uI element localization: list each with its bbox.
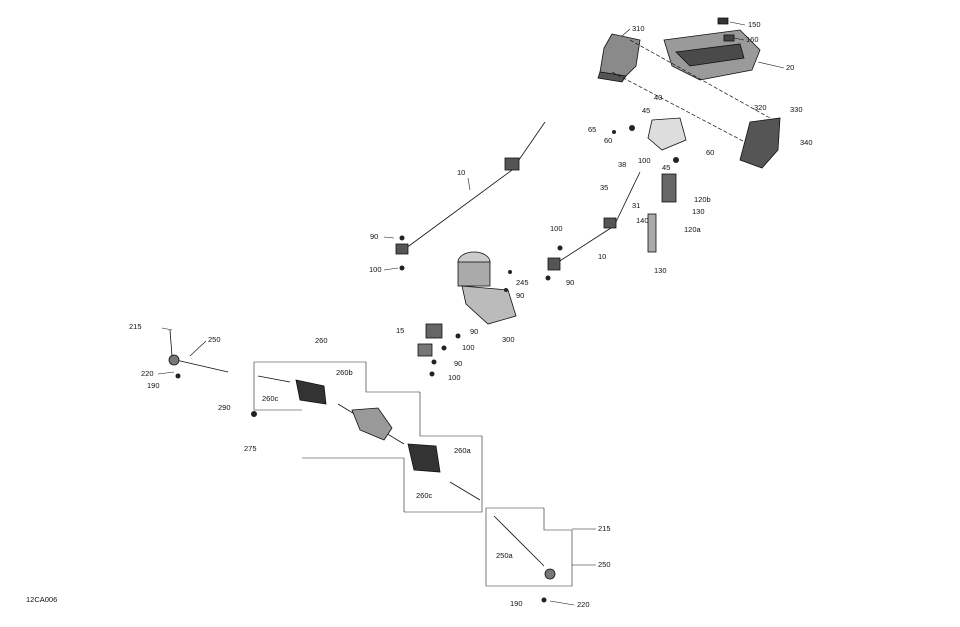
callout: 310 bbox=[632, 24, 645, 33]
callout: 340 bbox=[800, 138, 813, 147]
power-steering-unit-300 bbox=[457, 251, 517, 325]
callout: 60 bbox=[604, 136, 612, 145]
upper-shaft-10 bbox=[395, 121, 546, 255]
callout: 260c bbox=[416, 491, 433, 500]
right-tie-rod-outline bbox=[485, 507, 573, 587]
u-joint-15 bbox=[417, 323, 443, 357]
callout: 100 bbox=[448, 373, 461, 382]
callout: 120a bbox=[684, 225, 702, 234]
callout: 100 bbox=[462, 343, 475, 352]
callout: 150 bbox=[748, 20, 761, 29]
callout: 130 bbox=[654, 266, 667, 275]
callout: 190 bbox=[510, 599, 523, 608]
boot-260b bbox=[295, 379, 327, 405]
callout: 20 bbox=[786, 63, 794, 72]
callout: 330 bbox=[790, 105, 803, 114]
callout: 250 bbox=[598, 560, 611, 569]
callout: 10 bbox=[457, 168, 465, 177]
intermediate-shaft-10 bbox=[547, 171, 641, 271]
tie-rod-right-250a bbox=[493, 515, 556, 580]
boot-260a bbox=[407, 443, 441, 473]
callout: 260b bbox=[336, 368, 353, 377]
leader-lines bbox=[157, 21, 785, 606]
boot-120b bbox=[661, 173, 677, 203]
clip-150 bbox=[717, 17, 729, 25]
callout: 65 bbox=[588, 125, 596, 134]
callout: 320 bbox=[754, 103, 767, 112]
assembly-line bbox=[611, 71, 761, 151]
tie-rod-left-250 bbox=[168, 329, 229, 373]
callout: 260c bbox=[262, 394, 279, 403]
callout: 38 bbox=[618, 160, 626, 169]
shaft-120a bbox=[647, 213, 657, 253]
callout: 60 bbox=[706, 148, 714, 157]
callout: 40 bbox=[654, 93, 662, 102]
callout: 35 bbox=[600, 183, 608, 192]
callout: 245 bbox=[516, 278, 529, 287]
callout: 300 bbox=[502, 335, 515, 344]
callout: 90 bbox=[370, 232, 378, 241]
callout: 10 bbox=[598, 252, 606, 261]
callout: 275 bbox=[244, 444, 257, 453]
callout: 190 bbox=[147, 381, 160, 390]
callout: 220 bbox=[141, 369, 154, 378]
assembly-line bbox=[629, 39, 771, 119]
callout: 45 bbox=[642, 106, 650, 115]
lower-cover-320 bbox=[739, 117, 781, 169]
bracket-40 bbox=[647, 117, 687, 151]
tie-rod-end-260c-left bbox=[257, 375, 291, 383]
callout: 90 bbox=[470, 327, 478, 336]
callout: 215 bbox=[129, 322, 142, 331]
callout: 90 bbox=[516, 291, 524, 300]
rack-260 bbox=[337, 403, 405, 445]
callout: 100 bbox=[369, 265, 382, 274]
steering-wheel-20 bbox=[663, 29, 761, 81]
callout: 260 bbox=[315, 336, 328, 345]
rack-assembly-outline bbox=[253, 361, 483, 513]
callout: 100 bbox=[550, 224, 563, 233]
callout: 220 bbox=[577, 600, 590, 609]
callout: 160 bbox=[746, 35, 759, 44]
callout: 15 bbox=[396, 326, 404, 335]
callout: 140 bbox=[636, 216, 649, 225]
hardware bbox=[175, 125, 679, 603]
callout: 260a bbox=[454, 446, 472, 455]
callout: 100 bbox=[638, 156, 651, 165]
callout: 290 bbox=[218, 403, 231, 412]
callout-labels: 150 160 310 20 320 330 340 40 45 65 60 1… bbox=[129, 20, 813, 609]
callout: 90 bbox=[566, 278, 574, 287]
callout: 90 bbox=[454, 359, 462, 368]
callout: 250 bbox=[208, 335, 221, 344]
tie-rod-end-260c-right bbox=[449, 481, 481, 501]
callout: 120b bbox=[694, 195, 711, 204]
callout: 31 bbox=[632, 201, 640, 210]
callout: 250a bbox=[496, 551, 514, 560]
upper-cover-310 bbox=[597, 33, 641, 83]
callout: 130 bbox=[692, 207, 705, 216]
callout: 215 bbox=[598, 524, 611, 533]
clip-160 bbox=[723, 34, 735, 42]
figure-code: 12CA006 bbox=[26, 595, 57, 604]
callout: 45 bbox=[662, 163, 670, 172]
